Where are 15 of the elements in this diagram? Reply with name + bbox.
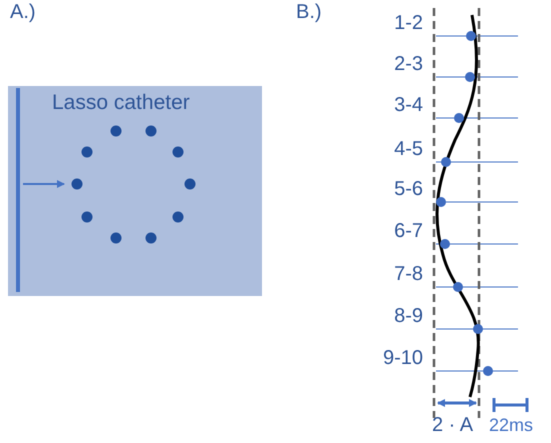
channel-label: 9-10: [382, 348, 423, 368]
channel-label: 3-4: [394, 95, 423, 115]
panel-label: B.): [296, 2, 322, 22]
channel-label: 5-6: [394, 179, 423, 199]
catheter-panel: [8, 86, 262, 296]
scale-label: 22ms: [489, 416, 534, 434]
channel-label: 6-7: [394, 221, 423, 241]
channel-label: 1-2: [394, 13, 423, 33]
channel-label: 2-3: [394, 54, 423, 74]
amplitude-label: 2 · A: [432, 415, 474, 435]
panel-label: A.): [10, 2, 36, 22]
channel-label: 7-8: [394, 264, 423, 284]
panel-title: Lasso catheter: [52, 90, 190, 116]
channel-label: 8-9: [394, 306, 423, 326]
channel-label: 4-5: [394, 139, 423, 159]
